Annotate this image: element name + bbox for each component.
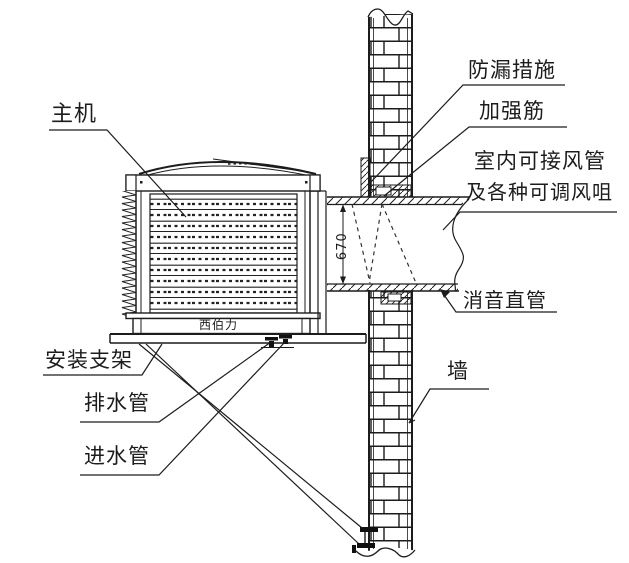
duct-through-wall bbox=[327, 157, 470, 305]
roof-arch-inner bbox=[143, 165, 312, 177]
roof-fold-line bbox=[212, 158, 310, 173]
pipe-run-lines bbox=[138, 343, 363, 545]
mounting-bracket-shelf bbox=[109, 333, 367, 344]
pipe-fittings-under-unit bbox=[261, 335, 294, 348]
water-inlet-pipe-leader bbox=[80, 341, 286, 476]
top-frame-cap-left bbox=[125, 174, 137, 192]
duct-break-line bbox=[452, 198, 470, 292]
label-duct-height-dim: 670 bbox=[334, 232, 350, 261]
label-water-inlet-pipe: 进水管 bbox=[84, 444, 150, 468]
dimension-670 bbox=[340, 204, 346, 284]
main-unit-leader bbox=[49, 129, 187, 218]
corrugated-side-panel bbox=[120, 191, 136, 318]
rib-section-bottom bbox=[387, 293, 402, 302]
wall-top-break-line bbox=[367, 8, 414, 26]
leak-prevention-leader bbox=[369, 84, 565, 184]
roof-edge-dots bbox=[227, 162, 301, 172]
mounting-bracket-leader bbox=[43, 343, 163, 376]
drain-pipe-leader bbox=[80, 341, 272, 423]
label-mounting-bracket: 安装支架 bbox=[45, 348, 133, 372]
wall-pipe-fittings bbox=[352, 527, 378, 553]
label-brand: 西伯力 bbox=[199, 318, 239, 332]
dim-arrow-top bbox=[340, 204, 346, 212]
wall-upper-bricks bbox=[370, 14, 411, 197]
label-main-unit: 主机 bbox=[51, 102, 98, 127]
top-frame-cap-right bbox=[309, 174, 321, 192]
leak-prevention-seal bbox=[360, 157, 371, 198]
wall-leader bbox=[408, 388, 489, 424]
reinforcing-rib-leader bbox=[383, 126, 567, 197]
label-indoor-duct-line2: 及各种可调风咀 bbox=[466, 180, 613, 204]
label-wall: 墙 bbox=[447, 359, 469, 383]
silencer-leader-arrow bbox=[440, 289, 450, 298]
indoor-duct-note-leader bbox=[442, 211, 617, 231]
nozzle-dashed-lines bbox=[351, 203, 417, 284]
rib-section-top bbox=[375, 186, 392, 196]
brick-wall bbox=[355, 8, 416, 558]
louver-panel bbox=[149, 193, 298, 314]
duct-bottom-band bbox=[327, 284, 458, 291]
label-indoor-duct-line1: 室内可接风管 bbox=[474, 149, 606, 173]
label-silencer-duct: 消音直管 bbox=[463, 288, 547, 312]
wall-bottom-break-line bbox=[355, 547, 416, 558]
cooler-unit bbox=[120, 158, 327, 335]
label-leak-prevention: 防漏措施 bbox=[468, 58, 556, 82]
leader-lines bbox=[43, 84, 617, 476]
label-reinforcing-rib: 加强筋 bbox=[479, 99, 545, 123]
dim-arrow-bottom bbox=[340, 276, 346, 284]
label-drain-pipe: 排水管 bbox=[84, 391, 150, 415]
silencer-duct-leader bbox=[440, 289, 557, 313]
duct-top-band bbox=[327, 197, 463, 205]
roof-arch-outer bbox=[138, 161, 317, 175]
wall-lower-bricks bbox=[370, 291, 411, 548]
